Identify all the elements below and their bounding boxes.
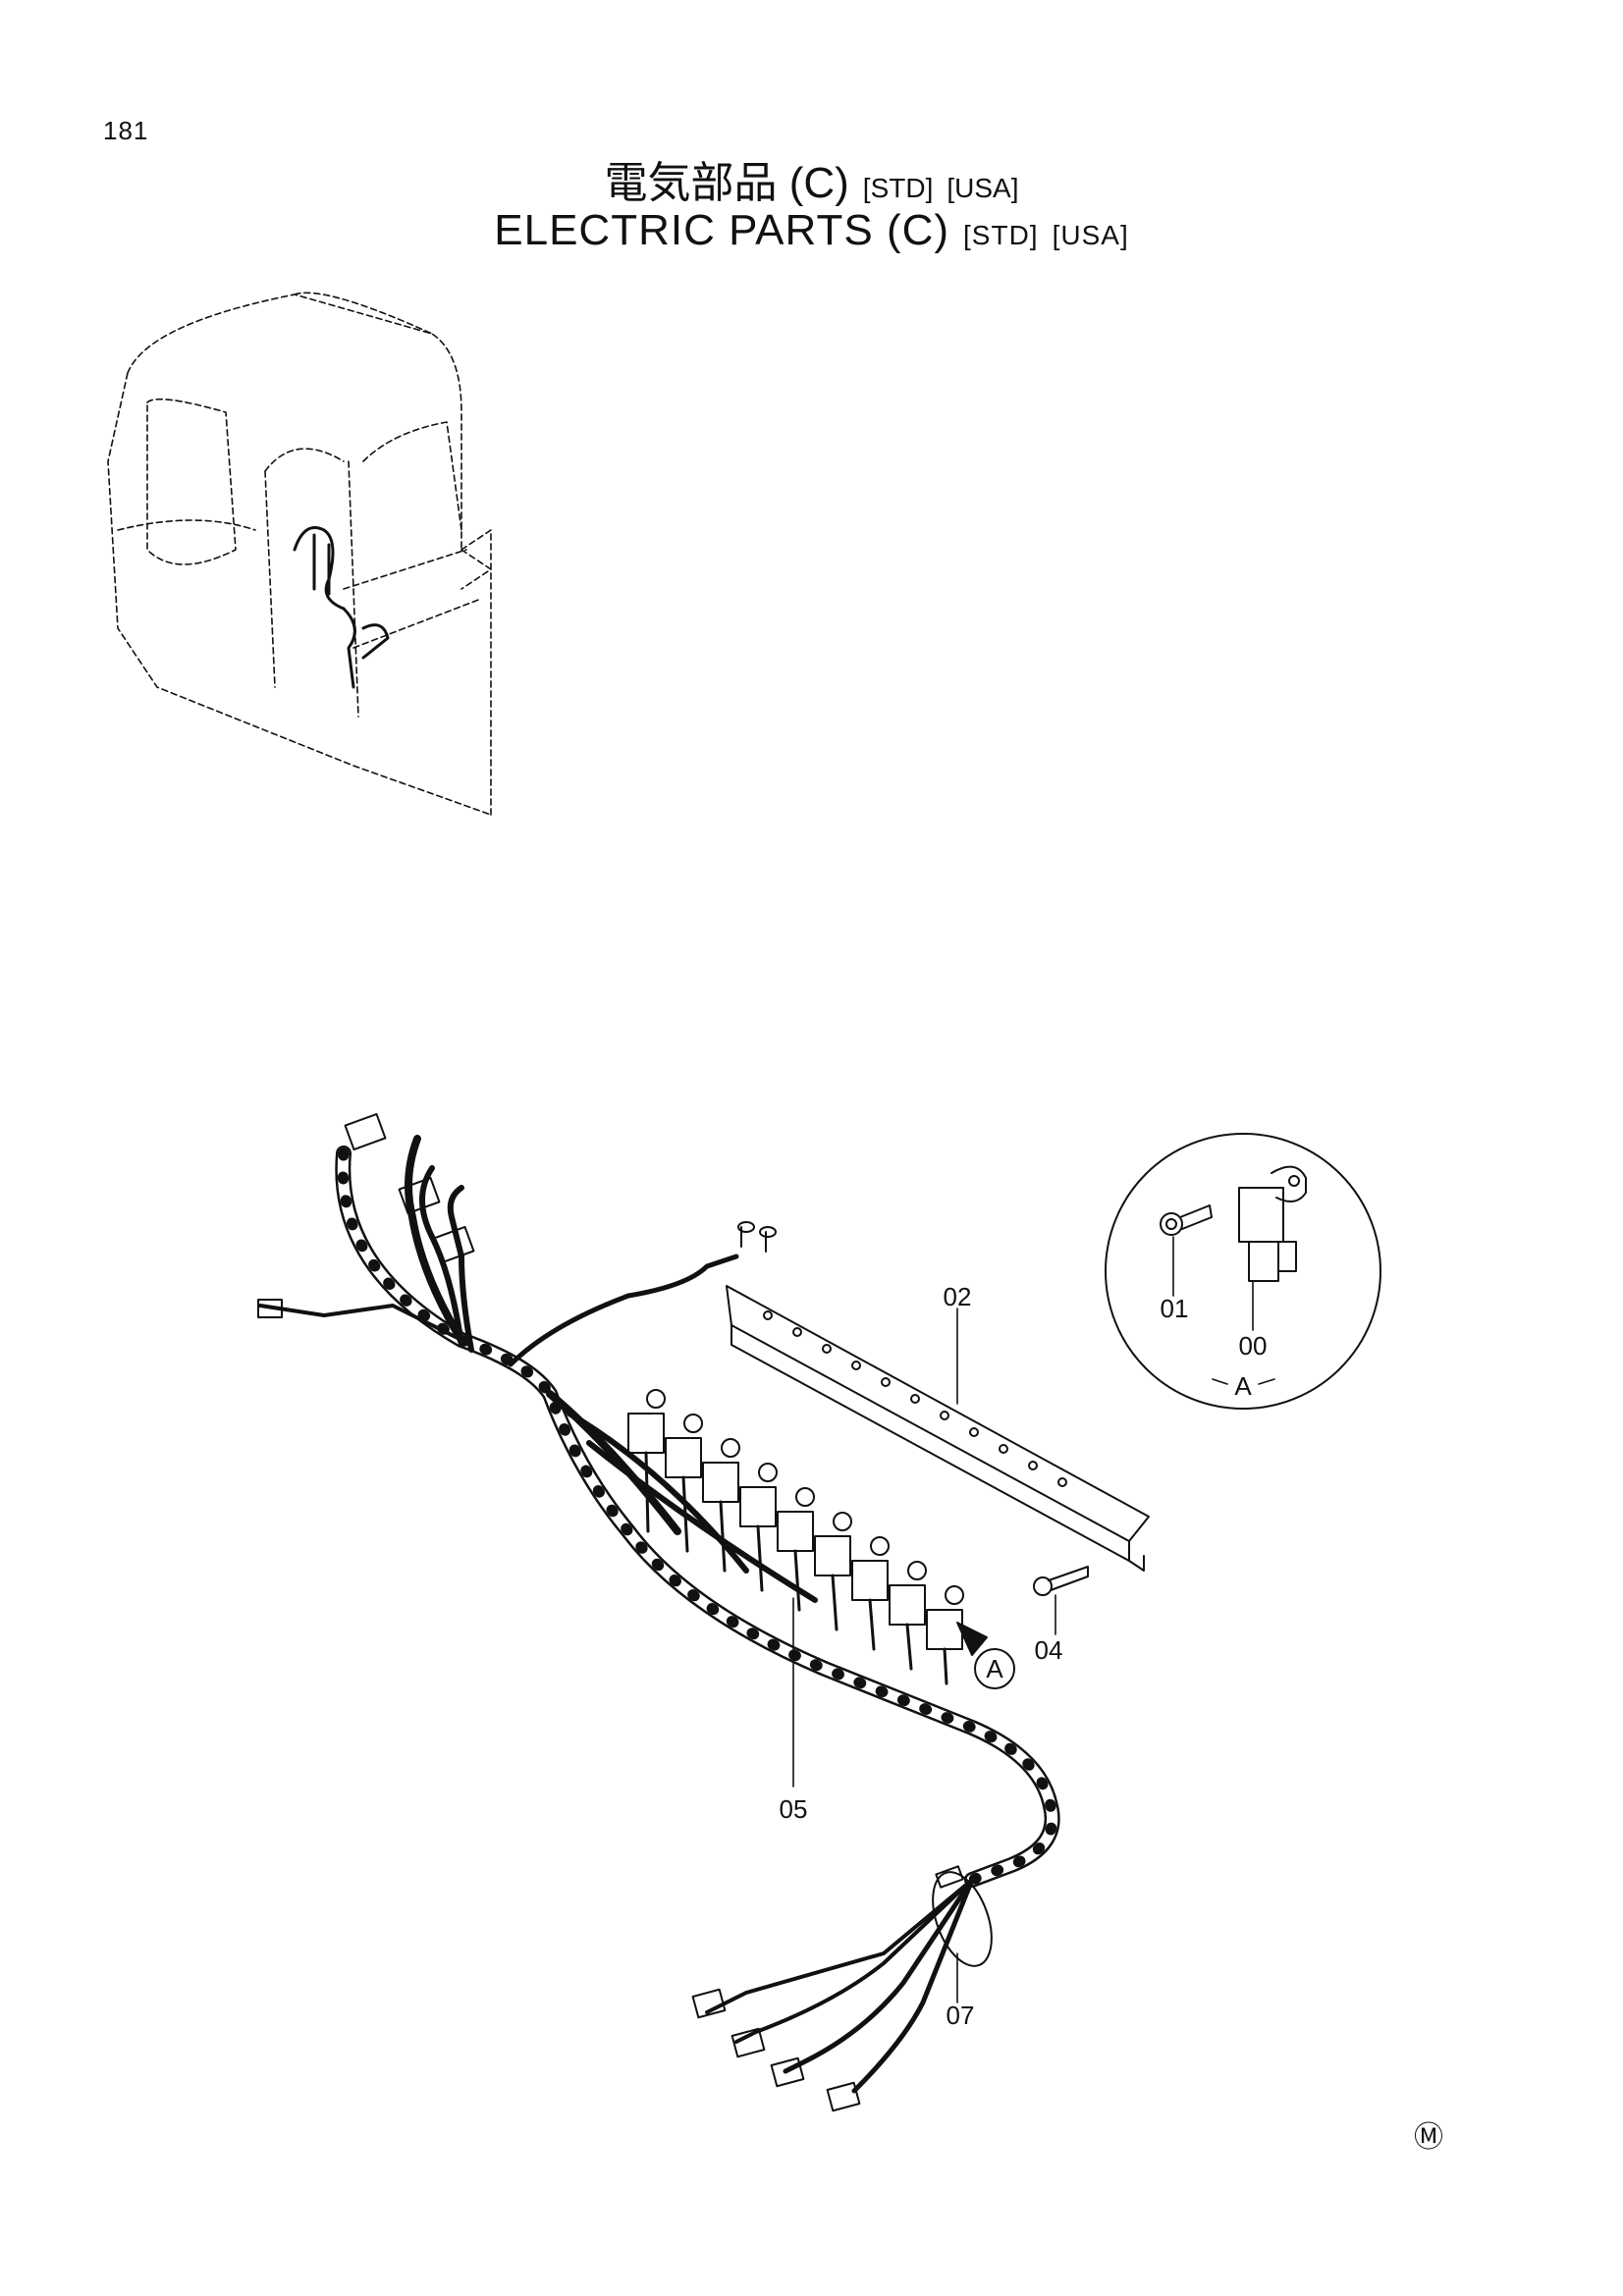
tag-usa-en: [USA]	[1052, 220, 1129, 250]
callout-05: 05	[780, 1794, 808, 1824]
callout-00: 00	[1239, 1331, 1268, 1361]
band-07	[932, 1865, 993, 1967]
corner-mark: Ⓜ	[1414, 2120, 1443, 2155]
view-marker-a	[956, 1622, 1015, 1689]
leader-lines	[792, 1236, 1275, 2003]
relay-row	[627, 1389, 964, 1685]
callout-07: 07	[947, 2001, 975, 2030]
tag-usa: [USA]	[947, 173, 1019, 203]
relay-bracket-02	[726, 1285, 1150, 1572]
detail-label-a: A	[1234, 1371, 1252, 1401]
callout-01: 01	[1161, 1294, 1189, 1323]
detail-view-a	[1105, 1133, 1381, 1410]
tag-std: [STD]	[862, 173, 934, 203]
wire-harness-05	[257, 1112, 1060, 2112]
title-jp-text: 電気部品 (C)	[604, 159, 849, 207]
page-title-japanese: 電気部品 (C) [STD] [USA]	[0, 147, 1623, 210]
cab-harness-detail	[293, 526, 390, 689]
view-marker-a-label: A	[986, 1654, 1003, 1683]
page-number: 181	[103, 116, 149, 145]
cab-overview-illustration	[107, 292, 492, 816]
page-title-english: ELECTRIC PARTS (C) [STD] [USA]	[0, 206, 1623, 255]
title-en-text: ELECTRIC PARTS (C)	[494, 206, 950, 254]
bolt-04	[1033, 1566, 1089, 1596]
callout-04: 04	[1035, 1635, 1063, 1665]
tag-std-en: [STD]	[963, 220, 1039, 250]
callout-02: 02	[944, 1282, 972, 1311]
